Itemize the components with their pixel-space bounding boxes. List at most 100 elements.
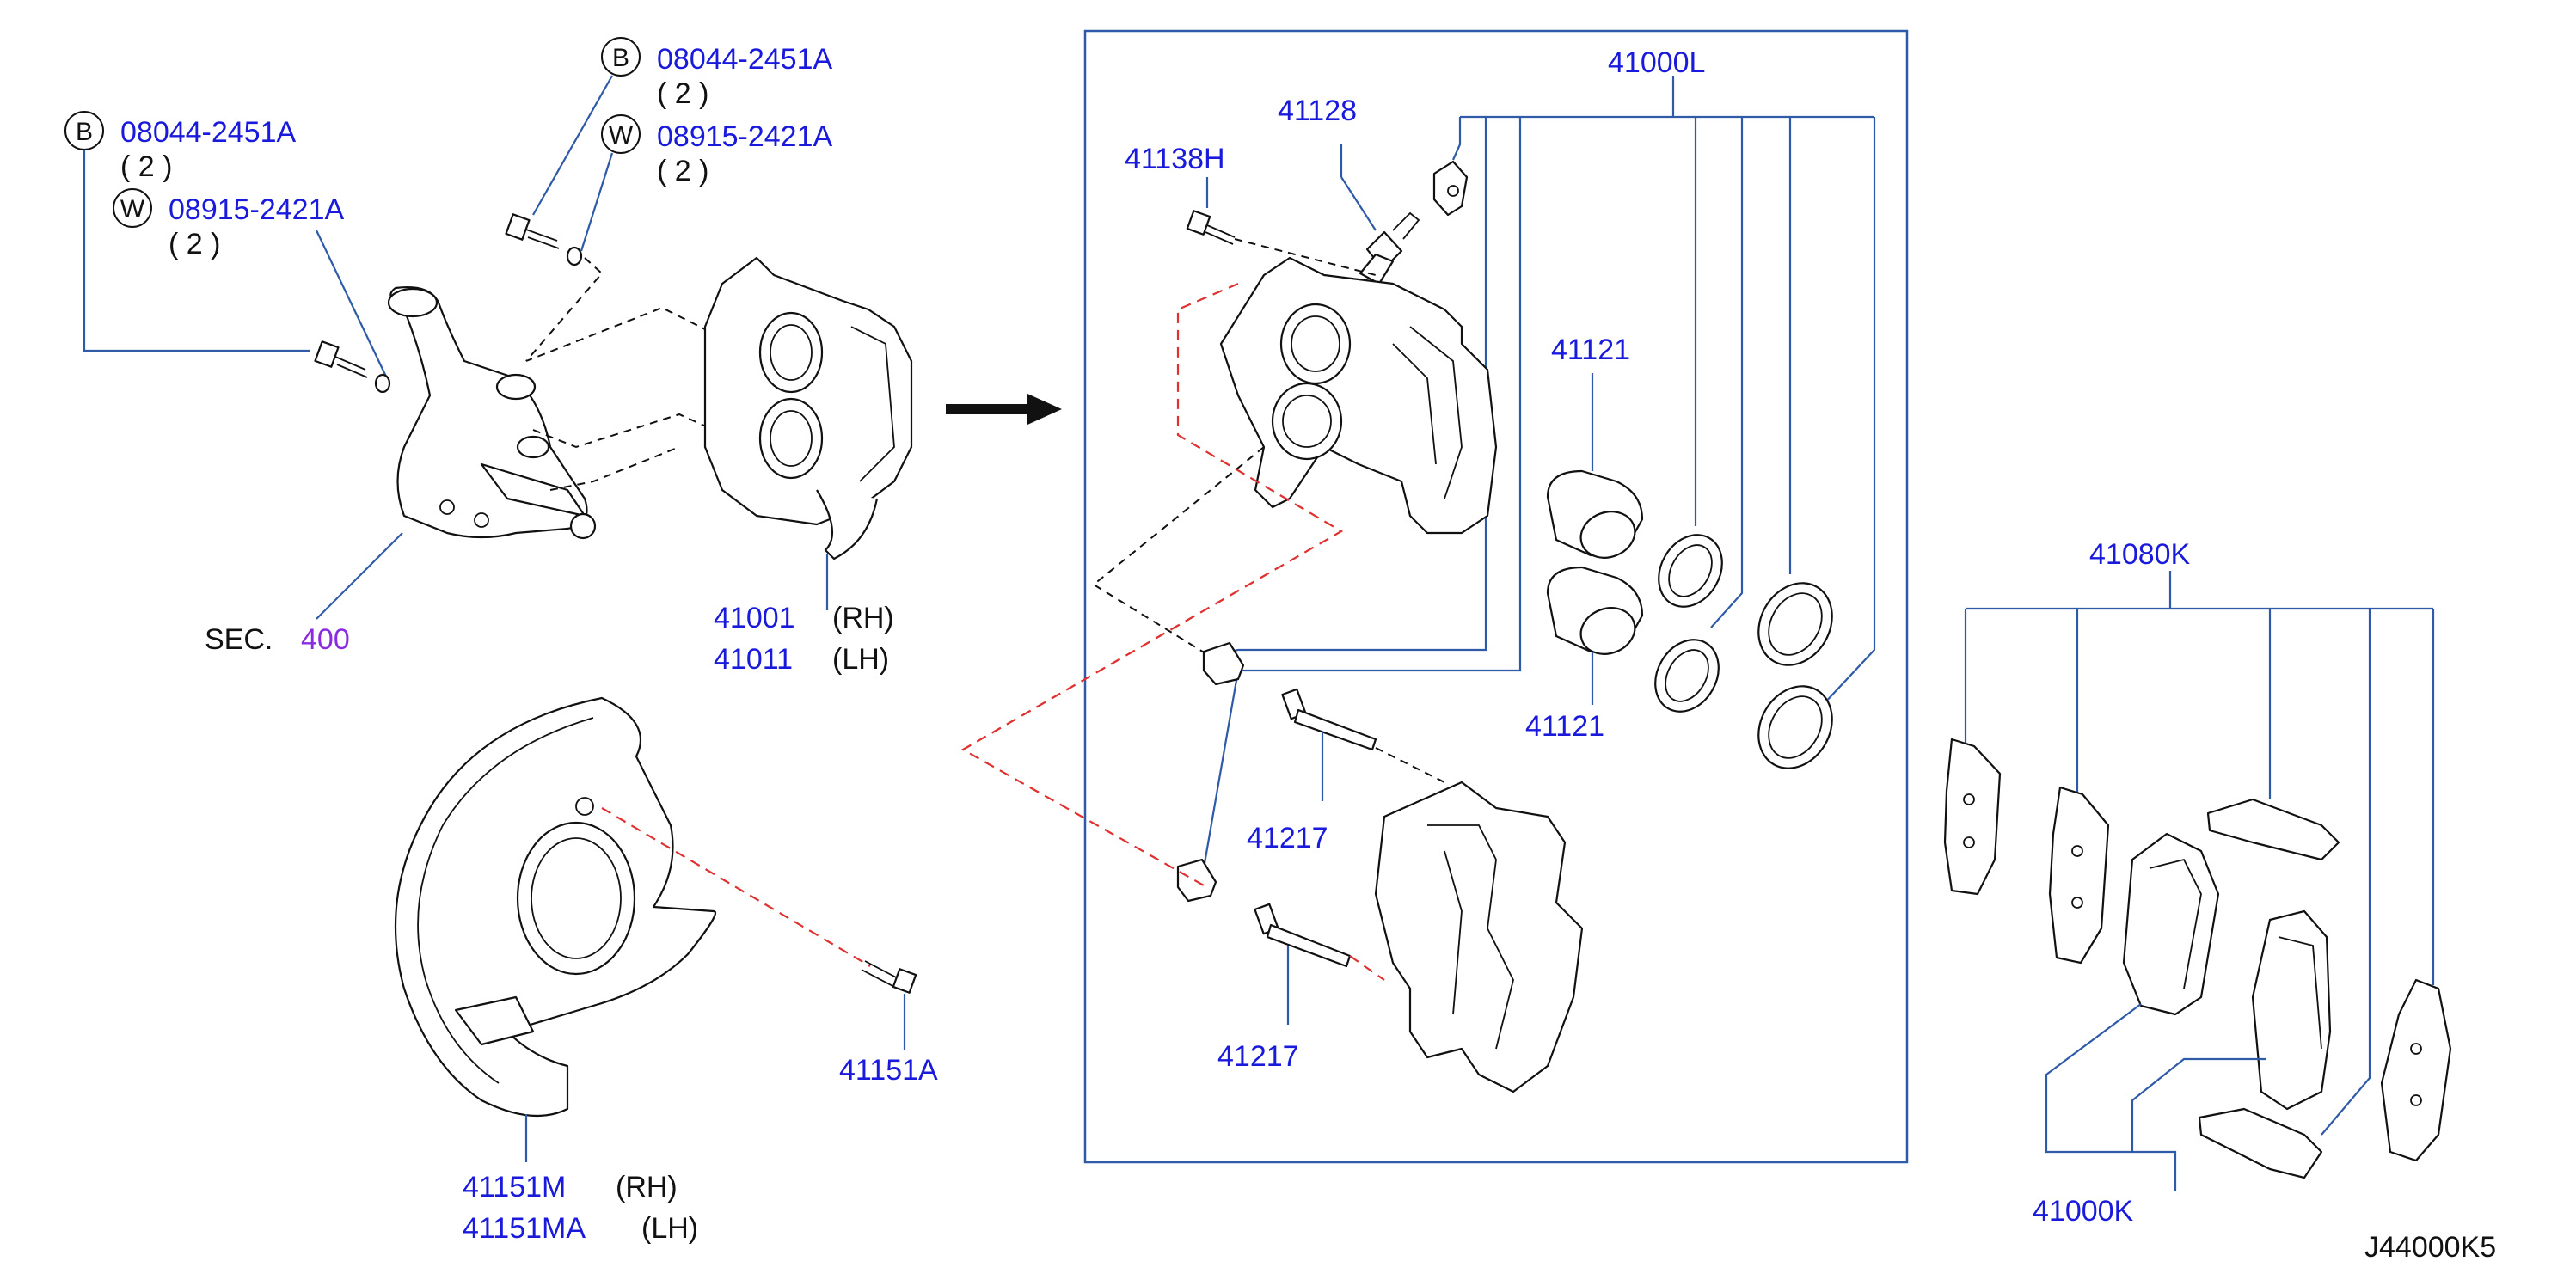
pad-set-lead-1 bbox=[2045, 1003, 2177, 1191]
shield-bolt-hole bbox=[575, 797, 594, 816]
pad-clip-lower bbox=[2198, 1107, 2323, 1179]
shim-1-hole bbox=[1963, 793, 1975, 805]
shim-2-body bbox=[2048, 786, 2110, 965]
shim-3-body bbox=[2380, 978, 2452, 1162]
bolt-shank bbox=[334, 356, 368, 378]
spindle-tip bbox=[569, 512, 597, 540]
bolt-symbol: B bbox=[612, 44, 629, 72]
washer-symbol: W bbox=[120, 195, 145, 224]
bolt-symbol-circle bbox=[601, 37, 641, 77]
piston-lower bbox=[1546, 566, 1644, 655]
bracket-body bbox=[1374, 781, 1584, 1093]
piston-seal-2 bbox=[1654, 639, 1720, 713]
pin-boot-lower bbox=[1176, 858, 1217, 903]
pin-boot-upper bbox=[1202, 641, 1245, 686]
pad-2-body bbox=[2251, 909, 2332, 1111]
shield-rh-part[interactable]: 41151M bbox=[463, 1171, 566, 1203]
shim-3-hole bbox=[2410, 1043, 2422, 1055]
bolt-left bbox=[314, 340, 391, 394]
pin-top-part[interactable]: 41217 bbox=[1247, 822, 1328, 854]
shim-2-hole bbox=[2071, 845, 2083, 857]
dust-shield bbox=[394, 696, 717, 1162]
caliper-assembly bbox=[703, 256, 913, 610]
caliper-tab bbox=[816, 489, 879, 560]
pin-bottom-part[interactable]: 41217 bbox=[1217, 1040, 1299, 1073]
pad-clip-upper bbox=[2206, 798, 2340, 861]
bolt-part-number[interactable]: 08044-2451A bbox=[120, 116, 297, 149]
bleeder-part[interactable]: 41128 bbox=[1278, 95, 1357, 127]
red-dash-2 bbox=[1349, 955, 1385, 981]
shield-rh-side: (RH) bbox=[616, 1171, 678, 1203]
washer-left bbox=[374, 373, 391, 394]
dust-boot-2-inner bbox=[1768, 695, 1823, 759]
bolt-part-number[interactable]: 08044-2451A bbox=[657, 43, 833, 76]
pad-kit-part[interactable]: 41080K bbox=[2089, 538, 2191, 571]
piston-top-part[interactable]: 41121 bbox=[1551, 334, 1630, 366]
pad-2-friction bbox=[2278, 936, 2322, 1050]
bolt-symbol: B bbox=[76, 118, 93, 146]
exploded-view-frame bbox=[1083, 29, 1909, 1164]
hidden-lines-knuckle bbox=[525, 257, 715, 491]
seal-kit-part[interactable]: 41000L bbox=[1608, 46, 1705, 79]
leader-left-washer bbox=[316, 230, 388, 379]
arrow-right-icon bbox=[946, 394, 1062, 425]
pad-kit-bracket bbox=[1964, 571, 2435, 1136]
seals bbox=[1654, 534, 1833, 769]
knuckle-mount-lower bbox=[516, 435, 550, 459]
diagram-id: J44000K5 bbox=[2364, 1231, 2496, 1264]
slide-pin-lower bbox=[1254, 903, 1352, 1025]
section-ref-number[interactable]: 400 bbox=[301, 623, 350, 656]
bleeder-cap-part[interactable]: 41138H bbox=[1125, 143, 1225, 175]
leader-upper-bolt bbox=[532, 75, 613, 216]
bolt-head bbox=[314, 340, 340, 368]
pin-boot-lower-body bbox=[1176, 858, 1217, 903]
seal-kit-bracket bbox=[1202, 76, 1876, 869]
shield-lh-part[interactable]: 41151MA bbox=[463, 1212, 586, 1245]
pad-kit-lead-4 bbox=[2321, 609, 2371, 1136]
bore-inner-lower bbox=[770, 410, 813, 467]
pad-shim-1 bbox=[1943, 738, 2002, 896]
piston-bottom-part[interactable]: 41121 bbox=[1525, 710, 1604, 743]
cap-bolt-head bbox=[1186, 210, 1211, 236]
washer-quantity: ( 2 ) bbox=[657, 155, 708, 187]
shield-hub-inner bbox=[531, 837, 622, 959]
kit-lead-boot-4 bbox=[1822, 117, 1876, 706]
pad-set-part[interactable]: 41000K bbox=[2033, 1195, 2134, 1228]
washer-part-number[interactable]: 08915-2421A bbox=[169, 193, 345, 226]
caliper-piston-bore-lower bbox=[758, 397, 824, 480]
leader-upper-washer bbox=[580, 152, 614, 252]
piston-lower-face bbox=[1579, 607, 1636, 655]
pin-boot-upper-body bbox=[1202, 641, 1245, 686]
leader-bleeder-2 bbox=[1340, 176, 1377, 231]
bleeder-screw bbox=[1340, 144, 1420, 285]
washer-part-number[interactable]: 08915-2421A bbox=[657, 120, 833, 153]
shim-2-hole bbox=[2071, 897, 2083, 909]
blk-dash-1 bbox=[1234, 238, 1377, 276]
bracket-inner-2 bbox=[1444, 850, 1463, 1015]
shield-bolt-part[interactable]: 41151A bbox=[839, 1054, 938, 1087]
shield-window bbox=[454, 995, 535, 1046]
dust-boot-2 bbox=[1757, 685, 1833, 769]
knuckle-hole bbox=[439, 499, 455, 515]
slide-pin-upper bbox=[1281, 688, 1377, 801]
caliper-lh-part[interactable]: 41011 bbox=[714, 643, 793, 676]
caliper-rh-side: (RH) bbox=[832, 602, 894, 634]
pad-set-bracket bbox=[2045, 1003, 2266, 1191]
caliper-rh-part[interactable]: 41001 bbox=[714, 602, 795, 634]
shield-hub-opening bbox=[516, 821, 636, 976]
blk-dash-2 bbox=[1092, 446, 1265, 654]
shim-1-body bbox=[1943, 738, 2002, 896]
shim-3-hole bbox=[2410, 1094, 2422, 1106]
kit-lead-boot-lower bbox=[1202, 117, 1522, 869]
housing-bore-lower-inner bbox=[1282, 395, 1332, 448]
section-ref-prefix: SEC. bbox=[205, 623, 273, 656]
caliper-bracket bbox=[1374, 781, 1584, 1093]
leader-left-bolt bbox=[83, 150, 310, 352]
pad-shim-3 bbox=[2380, 978, 2452, 1162]
pin-lower-shaft bbox=[1266, 923, 1352, 968]
bleeder-tip bbox=[1392, 211, 1420, 240]
washer-symbol-circle bbox=[113, 188, 152, 228]
shield-bolt-shank bbox=[861, 960, 902, 989]
